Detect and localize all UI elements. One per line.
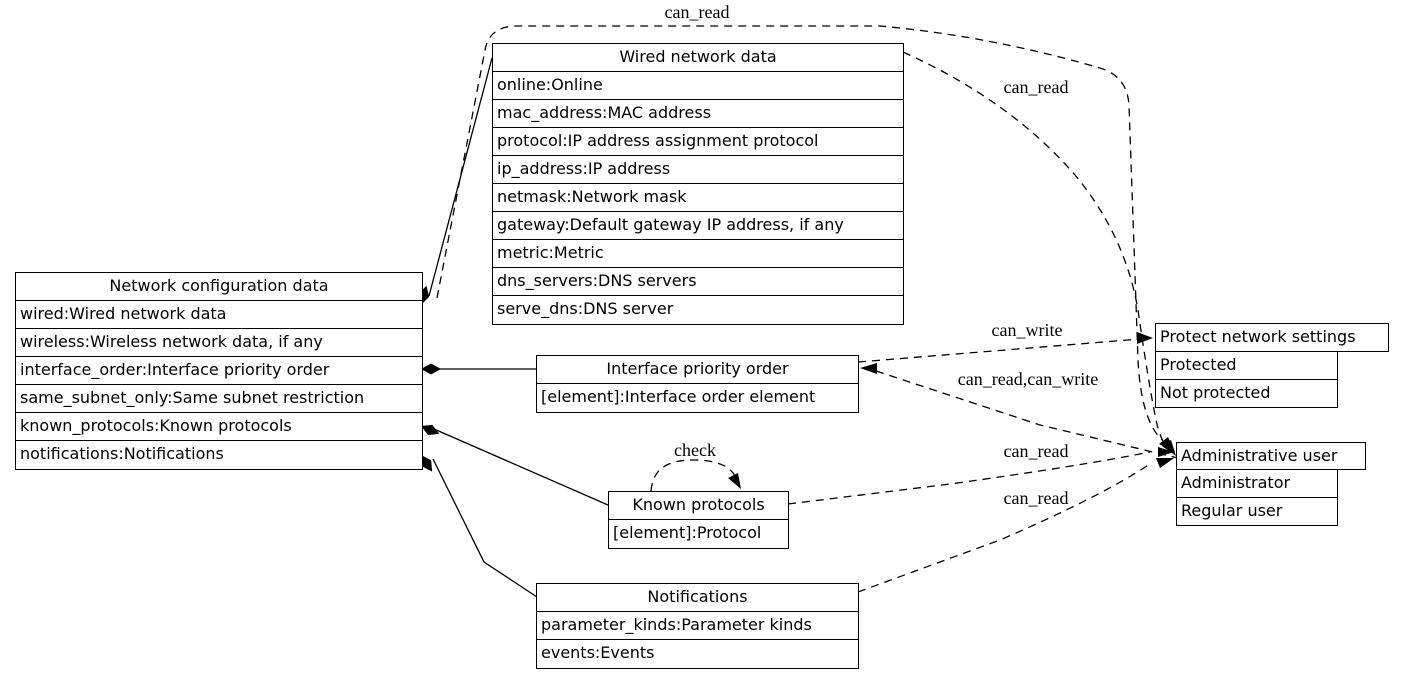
node-title: Notifications	[537, 584, 858, 612]
attribute-row-gateway: gateway:Default gateway IP address, if a…	[493, 212, 903, 240]
node-administrative-user-title: Administrative user	[1176, 442, 1366, 470]
attribute-row-online: online:Online	[493, 72, 903, 100]
node-title: Network configuration data	[16, 273, 422, 301]
node-notifications: Notifications parameter_kinds:Parameter …	[536, 583, 859, 669]
attribute-row-dns-servers: dns_servers:DNS servers	[493, 268, 903, 296]
enum-value-administrator: Administrator	[1176, 469, 1338, 498]
attribute-row-serve-dns: serve_dns:DNS server	[497, 299, 674, 318]
node-network-configuration-data: Network configuration data wired:Wired n…	[15, 272, 423, 470]
node-title: Wired network data	[493, 44, 903, 72]
node-title: Known protocols	[609, 492, 788, 520]
attribute-row-known-protocols: known_protocols:Known protocols	[16, 413, 422, 441]
attribute-row-ip-address: ip_address:IP address	[493, 156, 903, 184]
edge-label-can-read-wired: can_read	[1003, 77, 1069, 97]
node-wired-network-data: Wired network data online:Online mac_add…	[492, 43, 904, 325]
attribute-row-wireless: wireless:Wireless network data, if any	[16, 329, 422, 357]
composition-edges	[418, 57, 609, 598]
attribute-row-events: events:Events	[541, 643, 655, 662]
enum-value-not-protected: Not protected	[1155, 379, 1338, 408]
attribute-row-parameter-kinds: parameter_kinds:Parameter kinds	[537, 612, 858, 640]
enum-value-protected: Protected	[1155, 351, 1338, 380]
edge-label-can-read-notifications: can_read	[1003, 488, 1069, 508]
node-title: Interface priority order	[537, 356, 858, 384]
attribute-row-element: [element]:Protocol	[613, 523, 762, 542]
relation-edges	[436, 25, 1179, 593]
node-interface-priority-order: Interface priority order [element]:Inter…	[536, 355, 859, 413]
attribute-row-protocol: protocol:IP address assignment protocol	[493, 128, 903, 156]
arrowheads	[728, 332, 1176, 489]
node-protect-network-settings-title: Protect network settings	[1155, 323, 1389, 352]
edge-label-can-read-can-write: can_read,can_write	[957, 369, 1099, 389]
edge-label-can-read-top: can_read	[664, 2, 730, 22]
attribute-row-wired: wired:Wired network data	[16, 301, 422, 329]
attribute-row-netmask: netmask:Network mask	[493, 184, 903, 212]
attribute-row-element: [element]:Interface order element	[541, 387, 816, 406]
node-known-protocols: Known protocols [element]:Protocol	[608, 491, 789, 549]
edge-label-check: check	[674, 440, 716, 460]
edge-label-can-read-known: can_read	[1003, 441, 1069, 461]
attribute-row-same-subnet-only: same_subnet_only:Same subnet restriction	[16, 385, 422, 413]
enum-value-regular-user: Regular user	[1176, 497, 1338, 526]
attribute-row-notifications: notifications:Notifications	[20, 444, 224, 463]
attribute-row-mac-address: mac_address:MAC address	[493, 100, 903, 128]
attribute-row-metric: metric:Metric	[493, 240, 903, 268]
edge-label-can-write: can_write	[991, 320, 1063, 340]
attribute-row-interface-order: interface_order:Interface priority order	[16, 357, 422, 385]
